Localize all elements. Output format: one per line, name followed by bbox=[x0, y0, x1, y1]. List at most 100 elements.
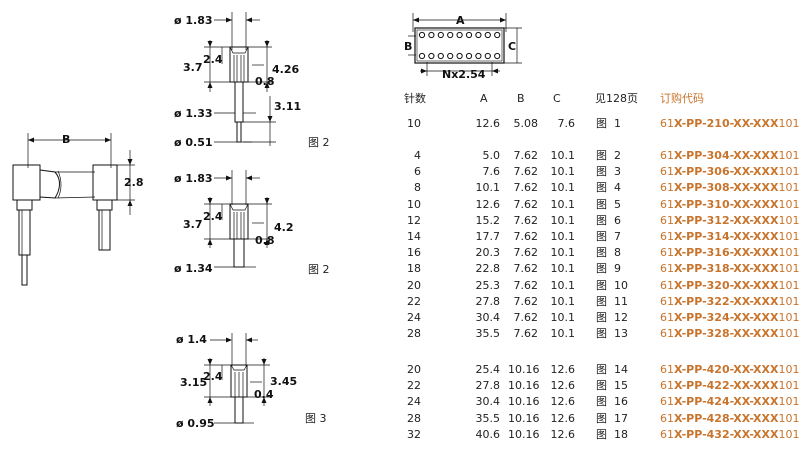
figure-label-cell: 图 bbox=[596, 117, 607, 130]
order-code-body: X-PP-422-XX-XXX bbox=[674, 379, 779, 393]
c-cell: 10.1 bbox=[550, 246, 576, 260]
pin-hole bbox=[494, 31, 501, 39]
c-cell: 10.1 bbox=[550, 311, 576, 324]
a-cell: 40.6 bbox=[475, 427, 501, 441]
pin-hole bbox=[437, 52, 444, 60]
figure-number-cell: 10 bbox=[614, 278, 628, 292]
figure-number-cell: 9 bbox=[614, 262, 621, 276]
order-code-prefix: 61 bbox=[660, 427, 674, 441]
order-code-cell: 61X-PP-308-XX-XXX101 bbox=[660, 180, 799, 196]
col-header-order-code: 订购代码 bbox=[660, 92, 704, 105]
c-cell: 10.1 bbox=[550, 327, 576, 341]
order-code-suffix: 101 bbox=[778, 246, 800, 260]
pins-cell: 20 bbox=[407, 363, 421, 376]
figure-number-cell: 12 bbox=[614, 311, 628, 324]
a-cell: 12.6 bbox=[475, 117, 501, 130]
pin-hole bbox=[437, 31, 444, 39]
order-code-prefix: 61 bbox=[660, 327, 674, 341]
b-cell: 10.16 bbox=[508, 427, 540, 441]
pin-hole bbox=[428, 31, 435, 39]
order-code-cell: 61X-PP-432-XX-XXX101 bbox=[660, 427, 799, 443]
figure-label-cell: 图 bbox=[596, 197, 607, 211]
order-code-suffix: 101 bbox=[778, 230, 800, 243]
order-code-suffix: 101 bbox=[778, 262, 800, 276]
pins-cell: 16 bbox=[407, 246, 421, 260]
figure-number-cell: 3 bbox=[614, 165, 621, 179]
b-cell: 7.62 bbox=[513, 230, 539, 243]
a-cell: 35.5 bbox=[475, 411, 501, 425]
order-code-cell: 61X-PP-318-XX-XXX101 bbox=[660, 261, 799, 277]
order-code-cell: 61X-PP-304-XX-XXX101 bbox=[660, 148, 799, 164]
pin-hole bbox=[418, 52, 426, 60]
pins-cell: 22 bbox=[407, 379, 421, 393]
a-cell: 35.5 bbox=[475, 327, 501, 341]
figure-label-cell: 图 bbox=[596, 262, 607, 276]
a-cell: 17.7 bbox=[475, 230, 501, 243]
order-code-body: X-PP-304-XX-XXX bbox=[674, 149, 779, 162]
c-cell: 7.6 bbox=[557, 117, 576, 130]
order-code-body: X-PP-318-XX-XXX bbox=[674, 262, 779, 276]
order-code-prefix: 61 bbox=[660, 278, 674, 292]
order-code-cell: 61X-PP-322-XX-XXX101 bbox=[660, 294, 799, 310]
fig3-dim-bottom: ø 0.95 bbox=[176, 417, 215, 430]
col-header-see-page: 见128页 bbox=[595, 92, 638, 105]
order-code-body: X-PP-308-XX-XXX bbox=[674, 181, 779, 195]
order-code-body: X-PP-322-XX-XXX bbox=[674, 294, 779, 308]
figure-1-drawing: ø 1.83 3.7 2.4 4.26 0.8 ø 1.33 bbox=[174, 12, 330, 149]
b-cell: 7.62 bbox=[513, 262, 539, 276]
fig1-caption: 图 2 bbox=[308, 136, 330, 149]
order-code-cell: 61X-PP-428-XX-XXX101 bbox=[660, 411, 799, 427]
figure-number-cell: 2 bbox=[614, 149, 621, 162]
figure-number-cell: 16 bbox=[614, 395, 628, 409]
order-code-cell: 61X-PP-310-XX-XXX101 bbox=[660, 197, 799, 213]
figure-3-drawing: ø 1.4 3.15 2.4 3.45 0.4 ø 0.95 图 3 bbox=[176, 333, 327, 430]
c-cell: 10.1 bbox=[550, 197, 576, 211]
order-code-body: X-PP-312-XX-XXX bbox=[674, 213, 779, 227]
pkg-dim-c: C bbox=[508, 40, 516, 53]
pin-hole bbox=[447, 31, 454, 39]
fig3-caption: 图 3 bbox=[305, 412, 327, 425]
c-cell: 12.6 bbox=[550, 363, 576, 376]
order-code-cell: 61X-PP-316-XX-XXX101 bbox=[660, 245, 799, 261]
order-code-suffix: 101 bbox=[778, 311, 800, 324]
fig1-dim-mid: ø 1.33 bbox=[174, 107, 213, 120]
pkg-dim-b: B bbox=[404, 40, 412, 53]
pins-cell: 4 bbox=[414, 149, 421, 162]
a-cell: 15.2 bbox=[475, 213, 501, 227]
pins-cell: 6 bbox=[414, 165, 421, 179]
order-code-prefix: 61 bbox=[660, 181, 674, 195]
figure-label-cell: 图 bbox=[596, 165, 607, 179]
fig3-dim-3-15: 3.15 bbox=[180, 376, 207, 389]
fig2-dim-0-8: 0.8 bbox=[255, 234, 275, 247]
order-code-cell: 61X-PP-328-XX-XXX101 bbox=[660, 326, 799, 342]
pin-hole bbox=[484, 52, 491, 60]
order-code-suffix: 101 bbox=[778, 181, 800, 195]
pkg-dim-pitch: Nx2.54 bbox=[442, 68, 486, 81]
fig1-dim-top: ø 1.83 bbox=[174, 14, 213, 27]
a-cell: 27.8 bbox=[475, 294, 501, 308]
figure-number-cell: 15 bbox=[614, 379, 628, 393]
c-cell: 10.1 bbox=[550, 294, 576, 308]
fig2-dim-2-4: 2.4 bbox=[203, 210, 223, 223]
b-cell: 7.62 bbox=[513, 181, 539, 195]
col-header-a: A bbox=[480, 92, 488, 105]
order-code-body: X-PP-316-XX-XXX bbox=[674, 246, 779, 260]
pins-cell: 8 bbox=[414, 181, 421, 195]
fig3-dim-top: ø 1.4 bbox=[176, 333, 207, 346]
order-code-prefix: 61 bbox=[660, 213, 674, 227]
figure-label-cell: 图 bbox=[596, 294, 607, 308]
b-cell: 7.62 bbox=[513, 246, 539, 260]
order-code-prefix: 61 bbox=[660, 149, 674, 162]
order-code-suffix: 101 bbox=[778, 278, 800, 292]
fig2-dim-top: ø 1.83 bbox=[174, 172, 213, 185]
order-code-body: X-PP-314-XX-XXX bbox=[674, 230, 779, 243]
a-cell: 30.4 bbox=[475, 311, 501, 324]
b-cell: 7.62 bbox=[513, 165, 539, 179]
c-cell: 12.6 bbox=[550, 379, 576, 393]
